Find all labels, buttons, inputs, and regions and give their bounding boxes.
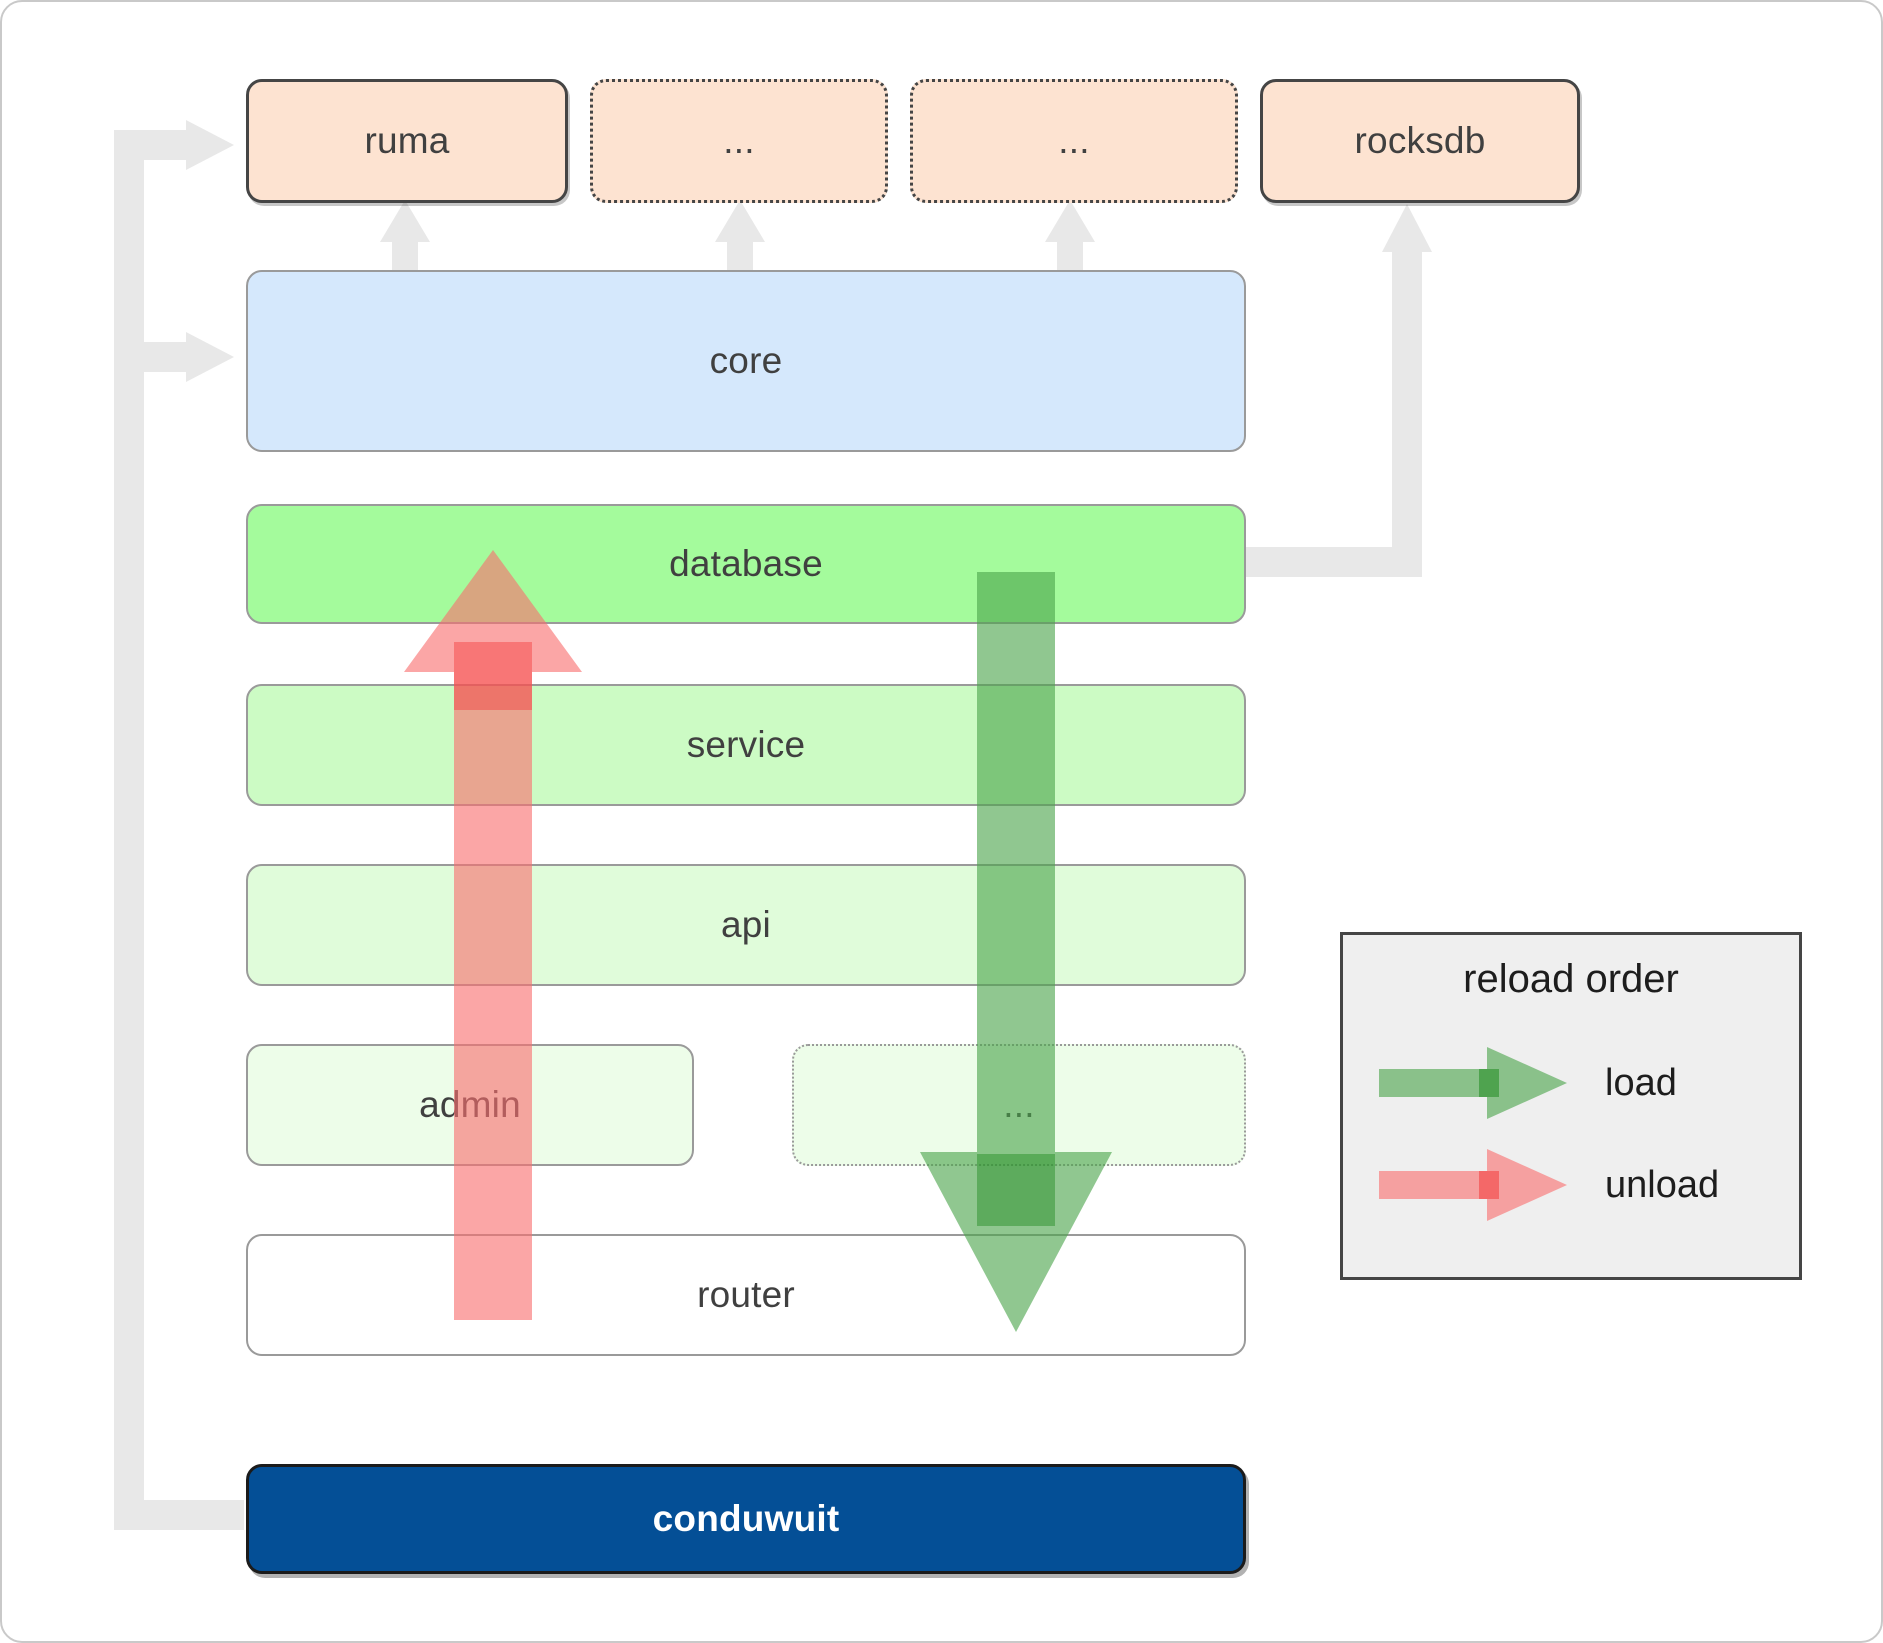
arrowhead-core-to-dots1: [715, 200, 765, 242]
root-box-conduwuit[interactable]: conduwuit: [246, 1464, 1246, 1574]
layer-box-api[interactable]: api: [246, 864, 1246, 986]
arrowhead-core-to-ruma: [380, 200, 430, 242]
layer-box-core[interactable]: core: [246, 270, 1246, 452]
layer-label-api: api: [721, 904, 771, 945]
arrowhead-to-rocksdb: [1382, 204, 1432, 252]
arrowhead-core-to-dots2: [1045, 200, 1095, 242]
unload-arrow-shape: [404, 550, 582, 1320]
layer-box-database[interactable]: database: [246, 504, 1246, 624]
dependency-box-rocksdb[interactable]: rocksdb: [1260, 79, 1580, 203]
load-arrow-shape: [920, 572, 1112, 1332]
unload-arrow-icon: [1379, 1149, 1567, 1221]
arrowhead-to-ruma: [186, 120, 234, 170]
dependency-box-dots-2[interactable]: ...: [910, 79, 1238, 203]
dependency-box-ruma[interactable]: ruma: [246, 79, 568, 203]
arrowhead-to-core: [186, 332, 234, 382]
layer-box-router[interactable]: router: [246, 1234, 1246, 1356]
layer-box-service[interactable]: service: [246, 684, 1246, 806]
legend-row-unload: unload: [1379, 1149, 1779, 1221]
legend-label-unload: unload: [1605, 1163, 1720, 1206]
legend-title: reload order: [1463, 957, 1679, 1001]
dependency-label-ruma: ruma: [364, 120, 450, 161]
dependency-label-rocksdb: rocksdb: [1354, 120, 1486, 161]
legend-label-load: load: [1605, 1061, 1677, 1104]
legend-row-load: load: [1379, 1047, 1779, 1119]
layer-label-database: database: [669, 543, 823, 584]
layer-label-core: core: [709, 340, 783, 381]
dependency-label-dots-1: ...: [723, 120, 755, 161]
legend-panel: reload order load unload: [1340, 932, 1802, 1280]
dependency-label-dots-2: ...: [1058, 120, 1090, 161]
load-arrow-icon: [1379, 1047, 1567, 1119]
root-label-conduwuit: conduwuit: [652, 1498, 840, 1539]
dependency-box-dots-1[interactable]: ...: [590, 79, 888, 203]
layer-label-router: router: [697, 1274, 795, 1315]
layer-label-service: service: [686, 724, 806, 765]
